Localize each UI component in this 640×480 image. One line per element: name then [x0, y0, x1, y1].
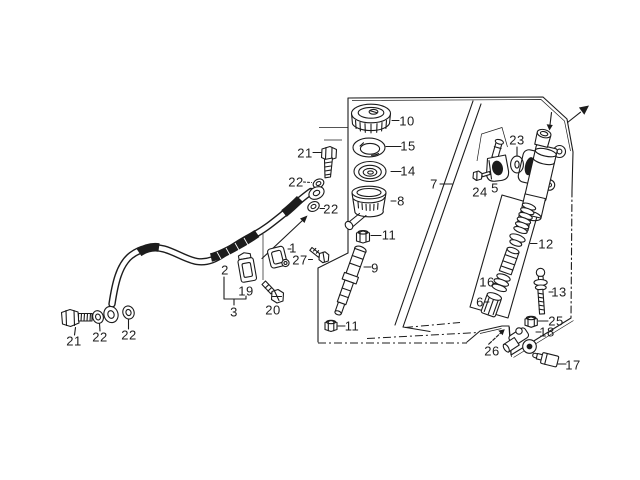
- part-callout-23: 23: [509, 132, 525, 148]
- hose-nut-upper: [355, 229, 371, 244]
- part-callout-2: 2: [221, 262, 229, 278]
- joint-bolt-24: [472, 170, 491, 182]
- reservoir-cap: [350, 103, 392, 134]
- part-callout-6: 6: [476, 294, 484, 310]
- part-callout-19: 19: [238, 283, 254, 299]
- clamp-bolt-27: [309, 246, 330, 264]
- part-callout-11: 11: [344, 318, 360, 334]
- cap-plate: [352, 137, 386, 158]
- part-callout-7: 7: [430, 176, 438, 192]
- hose-eyelet-lower: [103, 305, 119, 324]
- part-callout-1: 1: [289, 240, 297, 256]
- part-callout-26: 26: [484, 343, 500, 359]
- joint-bolt-13: [533, 267, 548, 315]
- sealing-washer-lower-2: [122, 305, 135, 320]
- spring-seat: [509, 233, 526, 247]
- hose-clamp-a: [267, 245, 290, 269]
- part-callout-13: 13: [551, 284, 567, 300]
- part-callout-22: 22: [288, 174, 304, 190]
- pin-bolt-17: [532, 352, 560, 368]
- part-callout-18: 18: [539, 324, 555, 340]
- rod-joint: [485, 138, 510, 182]
- install-direction-arrow-icon: [546, 111, 553, 131]
- viewing-direction-arrow-icon: [566, 105, 589, 124]
- part-callout-20: 20: [265, 302, 281, 318]
- piston-spring: [513, 202, 537, 235]
- part-callout-21: 21: [66, 333, 82, 349]
- hose-nut-lower: [324, 319, 338, 333]
- reservoir-hose: [334, 245, 367, 316]
- part-callout-25: 25: [548, 313, 564, 329]
- part-callout-11: 11: [381, 227, 397, 243]
- clamp-bolt-20: [261, 280, 285, 304]
- part-callout-9: 9: [371, 260, 379, 276]
- pedal-arm-phantom: [476, 127, 508, 162]
- hose-clamp-b: [237, 252, 258, 283]
- nut-25: [524, 315, 538, 328]
- spring-pin-26: [488, 329, 505, 345]
- part-callout-16: 16: [479, 274, 495, 290]
- part-callout-21: 21: [297, 145, 313, 161]
- part-callout-5: 5: [491, 180, 499, 196]
- sealing-washer-lower-1: [92, 310, 104, 324]
- part-callout-15: 15: [400, 138, 416, 154]
- part-callout-22: 22: [92, 329, 108, 345]
- part-callout-22: 22: [323, 201, 339, 217]
- part-callout-12: 12: [538, 236, 554, 252]
- leader-lines: [73, 119, 567, 365]
- rod-joint-18: [502, 327, 537, 354]
- banjo-bolt-lower: [60, 308, 93, 328]
- brake-hose: [108, 187, 315, 308]
- boot-6: [480, 292, 503, 318]
- part-callout-3: 3: [230, 304, 238, 320]
- stay-strip: [394, 100, 482, 333]
- diaphragm: [353, 160, 387, 183]
- group-bracket-3: [223, 276, 247, 306]
- reservoir-body: [344, 185, 387, 231]
- part-callout-27: 27: [292, 252, 308, 268]
- sealing-washer-upper-2: [307, 201, 320, 212]
- part-callout-8: 8: [397, 193, 405, 209]
- part-callout-22: 22: [121, 327, 137, 343]
- piston: [498, 246, 520, 276]
- part-callout-10: 10: [399, 113, 415, 129]
- part-callout-14: 14: [400, 163, 416, 179]
- banjo-bolt-upper: [320, 145, 338, 179]
- hose-eyelet-upper: [308, 186, 325, 200]
- part-callout-17: 17: [565, 357, 581, 373]
- part-callout-24: 24: [472, 184, 488, 200]
